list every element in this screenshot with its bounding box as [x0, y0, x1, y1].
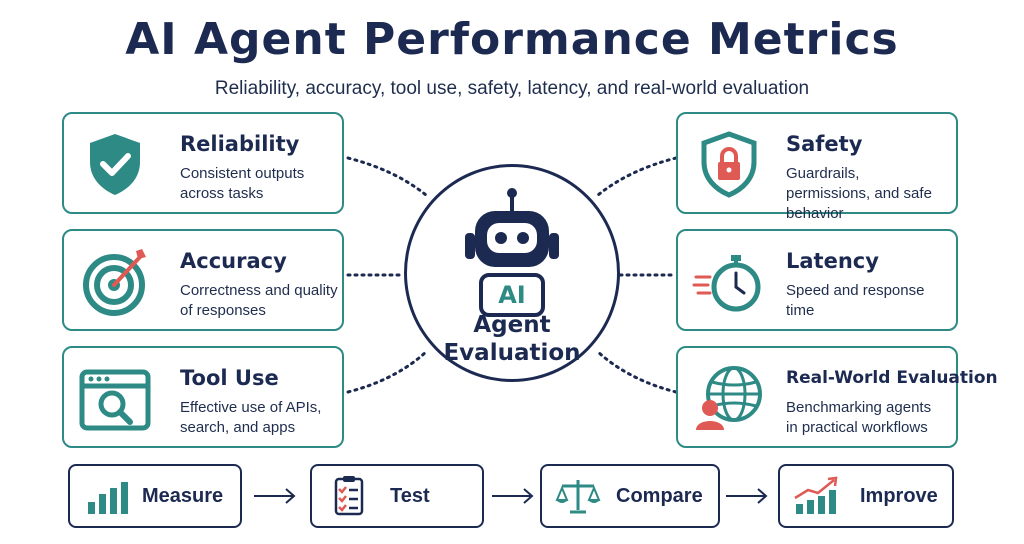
- page-title: AI Agent Performance Metrics: [125, 14, 899, 65]
- metric-title: Tool Use: [180, 366, 279, 390]
- metric-title: Safety: [786, 132, 863, 156]
- stopwatch-icon: [692, 245, 766, 317]
- checklist-icon: [324, 476, 372, 516]
- metric-card-accuracy: Accuracy Correctness and quality of resp…: [62, 229, 344, 331]
- metric-title: Real-World Evaluation: [786, 368, 998, 388]
- arrow-right-icon: [726, 488, 768, 504]
- metric-title: Reliability: [180, 132, 300, 156]
- agent-evaluation-hub: AI Agent Evaluation: [404, 164, 620, 382]
- shield-lock-icon: [692, 128, 766, 200]
- metric-description: Effective use of APIs, search, and apps: [180, 399, 322, 436]
- page-subtitle: Reliability, accuracy, tool use, safety,…: [214, 78, 810, 99]
- robot-icon: [465, 188, 559, 317]
- step-label: Measure: [142, 485, 224, 507]
- center-label: Agent Evaluation: [443, 312, 581, 366]
- shield-check-icon: [78, 128, 152, 200]
- trend-up-icon: [792, 476, 840, 516]
- metric-description: Benchmarking agents in practical workflo…: [786, 399, 932, 436]
- metric-title: Accuracy: [180, 249, 287, 273]
- step-improve: Improve: [778, 464, 954, 528]
- target-icon: [78, 245, 152, 317]
- metric-card-reliability: Reliability Consistent outputs across ta…: [62, 112, 344, 214]
- metric-card-real-world-evaluation: Real-World Evaluation Benchmarking agent…: [676, 346, 998, 448]
- browser-search-icon: [78, 362, 152, 434]
- step-label: Compare: [616, 485, 703, 507]
- step-label: Test: [390, 485, 430, 507]
- bar-chart-icon: [82, 476, 130, 516]
- arrow-right-icon: [492, 488, 534, 504]
- arrow-right-icon: [254, 488, 296, 504]
- metric-description: Consistent outputs across tasks: [180, 165, 305, 202]
- step-measure: Measure: [68, 464, 242, 528]
- metric-card-latency: Latency Speed and response time: [676, 229, 958, 331]
- metric-description: Guardrails, permissions, and safe behavi…: [786, 165, 932, 222]
- step-test: Test: [310, 464, 484, 528]
- metric-card-safety: Safety Guardrails, permissions, and safe…: [676, 112, 958, 222]
- scales-icon: [554, 476, 602, 516]
- metric-card-tool-use: Tool Use Effective use of APIs, search, …: [62, 346, 344, 448]
- ai-badge: AI: [498, 281, 526, 309]
- metric-title: Latency: [786, 249, 879, 273]
- metric-description: Speed and response time: [786, 282, 925, 319]
- metric-description: Correctness and quality of responses: [180, 282, 338, 319]
- step-label: Improve: [860, 485, 938, 507]
- step-compare: Compare: [540, 464, 720, 528]
- globe-user-icon: [692, 362, 766, 434]
